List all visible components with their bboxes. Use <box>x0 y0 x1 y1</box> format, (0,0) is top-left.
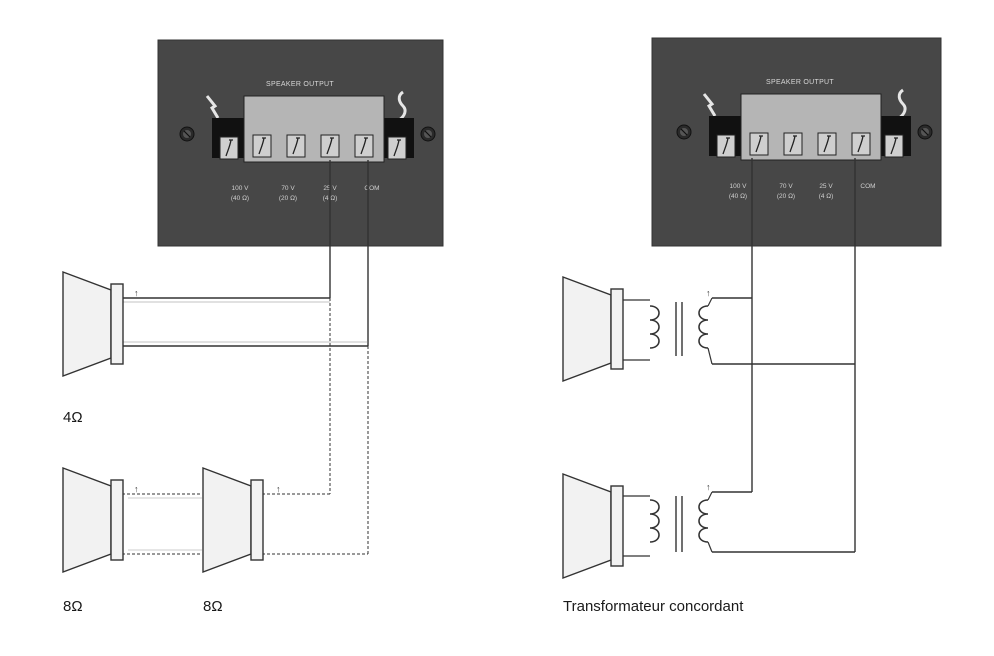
left-panel-title: SPEAKER OUTPUT <box>266 81 334 88</box>
left-tap-impedance: (40 Ω) <box>231 195 249 202</box>
speaker-8ohm-2-icon <box>202 467 264 573</box>
speaker-4ohm-icon <box>62 271 124 377</box>
speaker-4ohm-label: 4Ω <box>63 409 83 426</box>
speaker-8ohm-2-label: 8Ω <box>203 598 223 615</box>
transformer-speaker-1: ↑ <box>562 276 713 382</box>
transformer-speaker-2: ↑ <box>562 473 713 579</box>
right-panel-warning-icon-2 <box>897 88 907 120</box>
left-panel-screw-right <box>420 126 436 142</box>
svg-text:↑: ↑ <box>134 484 139 494</box>
transformer-primary-coil-icon <box>649 499 660 543</box>
right-tap-impedance: (40 Ω) <box>729 193 747 200</box>
svg-text:↑: ↑ <box>706 288 711 298</box>
right-tap-impedance: (4 Ω) <box>819 193 834 200</box>
left-panel-warning-icon-2 <box>397 90 407 122</box>
right-panel-screw-left <box>676 124 692 140</box>
right-tap-impedance: (20 Ω) <box>777 193 795 200</box>
right-wiring <box>712 158 856 553</box>
right-panel-screw-right <box>917 124 933 140</box>
right-panel-warning-icon <box>702 93 717 117</box>
transformer-speaker-2-icon <box>562 473 624 579</box>
left-tap-label: COM <box>364 185 379 192</box>
left-panel-screw-left <box>179 126 195 142</box>
transformer-label: Transformateur concordant <box>563 598 744 615</box>
transformer-speaker-1-icon <box>562 276 624 382</box>
right-amplifier-panel: SPEAKER OUTPUT 100 V (40 Ω) 70 V (20 Ω) … <box>651 37 942 247</box>
right-tap-label: COM <box>860 183 875 190</box>
svg-text:↑: ↑ <box>134 288 139 298</box>
svg-text:↑: ↑ <box>706 482 711 492</box>
left-wiring <box>122 160 369 555</box>
right-tap-label: 25 V <box>819 183 833 190</box>
speaker-8ohm-1-icon <box>62 467 124 573</box>
left-tap-label: 70 V <box>281 185 295 192</box>
left-amplifier-panel: SPEAKER OUTPUT 100 V (40 Ω) 70 V (20 Ω) … <box>157 39 444 247</box>
right-tap-label: 70 V <box>779 183 793 190</box>
right-panel-title: SPEAKER OUTPUT <box>766 79 834 86</box>
transformer-primary-coil-icon <box>649 305 660 349</box>
speaker-8ohm-1-label: 8Ω <box>63 598 83 615</box>
left-tap-impedance: (20 Ω) <box>279 195 297 202</box>
left-tap-label: 100 V <box>232 185 250 192</box>
left-panel-warning-icon <box>205 95 220 119</box>
right-tap-label: 100 V <box>730 183 748 190</box>
svg-text:↑: ↑ <box>276 484 281 494</box>
